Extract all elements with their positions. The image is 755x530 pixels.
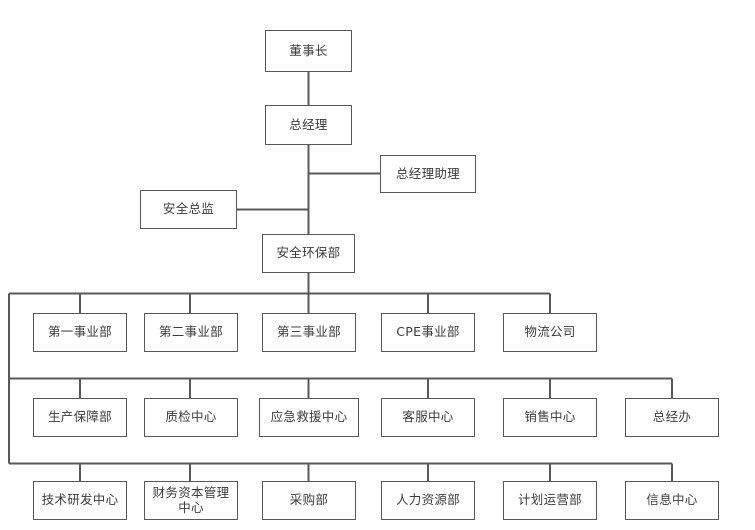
node-quality-inspection-center-label: 质检中心 xyxy=(165,409,217,425)
node-division-1[interactable]: 第一事业部 xyxy=(33,313,127,352)
node-general-manager[interactable]: 总经理 xyxy=(265,105,352,145)
node-tech-rd-center-label: 技术研发中心 xyxy=(41,492,119,508)
node-customer-service-center[interactable]: 客服中心 xyxy=(381,398,475,437)
node-production-support-dept[interactable]: 生产保障部 xyxy=(33,398,127,437)
node-gm-assistant[interactable]: 总经理助理 xyxy=(380,155,476,193)
node-chairman[interactable]: 董事长 xyxy=(265,30,352,72)
node-planning-operations-dept-label: 计划运营部 xyxy=(517,492,582,508)
node-division-cpe-label: CPE事业部 xyxy=(396,324,460,340)
node-logistics-company-label: 物流公司 xyxy=(524,324,576,340)
node-safety-environment-dept[interactable]: 安全环保部 xyxy=(262,234,355,273)
node-procurement-dept-label: 采购部 xyxy=(289,492,329,508)
node-gm-office[interactable]: 总经办 xyxy=(625,398,719,437)
node-gm-assistant-label: 总经理助理 xyxy=(395,165,460,181)
node-quality-inspection-center[interactable]: 质检中心 xyxy=(144,398,238,437)
node-division-3[interactable]: 第三事业部 xyxy=(262,313,356,352)
node-finance-capital-mgmt-center[interactable]: 财务资本管理中心 xyxy=(144,481,238,520)
node-sales-center[interactable]: 销售中心 xyxy=(503,398,597,437)
node-chairman-label: 董事长 xyxy=(289,42,328,58)
node-logistics-company[interactable]: 物流公司 xyxy=(503,313,597,352)
node-procurement-dept[interactable]: 采购部 xyxy=(262,481,356,520)
node-information-center-label: 信息中心 xyxy=(646,492,698,508)
node-hr-dept-label: 人力资源部 xyxy=(395,492,460,508)
node-division-2-label: 第二事业部 xyxy=(158,324,223,340)
node-customer-service-center-label: 客服中心 xyxy=(402,409,454,425)
node-information-center[interactable]: 信息中心 xyxy=(625,481,719,520)
node-tech-rd-center[interactable]: 技术研发中心 xyxy=(33,481,127,520)
node-safety-director[interactable]: 安全总监 xyxy=(140,190,237,229)
node-production-support-dept-label: 生产保障部 xyxy=(47,409,112,425)
node-hr-dept[interactable]: 人力资源部 xyxy=(381,481,475,520)
node-division-1-label: 第一事业部 xyxy=(47,324,112,340)
node-safety-environment-dept-label: 安全环保部 xyxy=(276,245,341,261)
node-emergency-rescue-center-label: 应急救援中心 xyxy=(270,409,348,425)
node-planning-operations-dept[interactable]: 计划运营部 xyxy=(503,481,597,520)
node-division-2[interactable]: 第二事业部 xyxy=(144,313,238,352)
node-gm-office-label: 总经办 xyxy=(652,409,692,425)
node-emergency-rescue-center[interactable]: 应急救援中心 xyxy=(259,398,359,437)
node-general-manager-label: 总经理 xyxy=(289,116,328,132)
node-safety-director-label: 安全总监 xyxy=(162,201,215,217)
node-division-3-label: 第三事业部 xyxy=(276,324,341,340)
node-sales-center-label: 销售中心 xyxy=(524,409,576,425)
node-finance-capital-mgmt-center-label: 财务资本管理中心 xyxy=(152,485,230,515)
node-division-cpe[interactable]: CPE事业部 xyxy=(381,313,475,352)
